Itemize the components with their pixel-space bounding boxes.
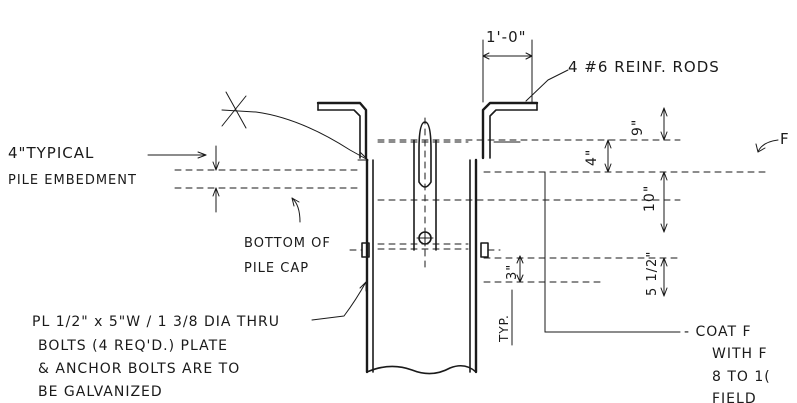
dim-top-label: 1'-0" xyxy=(486,28,527,46)
reinf-rods xyxy=(316,101,539,160)
top-dimension xyxy=(482,39,533,103)
dim-9: 9" xyxy=(630,119,646,136)
section-mark xyxy=(221,91,369,161)
coat-label-1: - COAT F xyxy=(684,324,752,340)
plate-label-4: BE GALVANIZED xyxy=(38,384,163,400)
dim-10: 10" xyxy=(642,185,658,212)
coat-label-3: 8 TO 1( xyxy=(712,369,771,385)
dim-5-half: 5 1/2" xyxy=(645,251,660,296)
right-label: F xyxy=(780,130,790,148)
coat-label-4: FIELD xyxy=(712,391,757,403)
level-lines xyxy=(174,139,771,283)
right-dimensions xyxy=(511,107,681,346)
plate-label-2: BOLTS (4 REQ'D.) PLATE xyxy=(38,338,228,354)
embedment-dimension xyxy=(147,145,220,213)
embedment-label-2: PILE EMBEDMENT xyxy=(8,173,137,188)
bolts xyxy=(349,242,501,258)
dim-4: 4" xyxy=(584,149,600,166)
pile-walls xyxy=(365,158,478,375)
reinf-rods-label: 4 #6 REINF. RODS xyxy=(568,58,720,76)
dim-3: 3" xyxy=(505,264,520,280)
typ-label: TYP. xyxy=(497,314,511,343)
bottom-cap-label-2: PILE CAP xyxy=(244,261,309,276)
plate-label-3: & ANCHOR BOLTS ARE TO xyxy=(38,361,240,377)
reinf-leader xyxy=(525,69,569,102)
bottom-cap-label-1: BOTTOM OF xyxy=(244,236,331,251)
coat-label-2: WITH F xyxy=(712,346,768,362)
embedment-label-1: 4"TYPICAL xyxy=(8,144,94,162)
plate-label-1: PL 1/2" x 5"W / 1 3/8 DIA THRU xyxy=(32,314,280,330)
plate-leader xyxy=(311,281,367,321)
right-leader xyxy=(757,139,779,153)
